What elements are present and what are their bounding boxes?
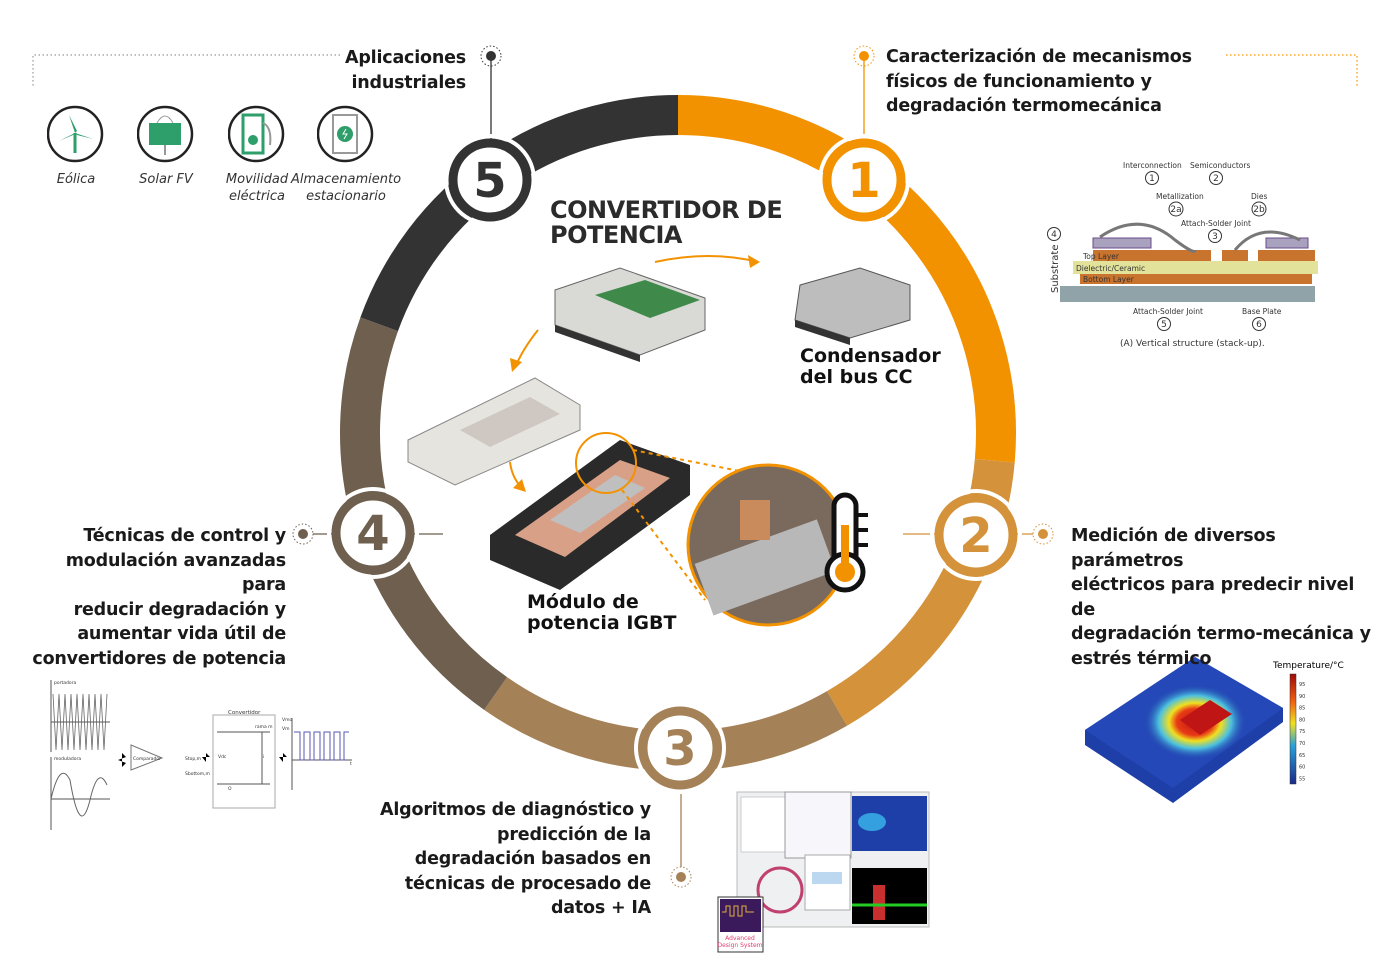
igbt-module-inside-image <box>490 440 690 590</box>
leader-dot-4 <box>298 529 308 539</box>
stackup-diagram: Interconnection Semiconductors Metalliza… <box>1047 161 1318 349</box>
label-semiconductors: Semiconductors <box>1190 161 1250 170</box>
ads-software-screenshot: Advanced Design System <box>717 791 930 953</box>
label-attach-bottom: Attach-Solder Joint <box>1133 307 1203 316</box>
magnified-wirebonds-image <box>686 463 850 627</box>
label-metallization: Metallization <box>1156 192 1204 201</box>
dotted-frame-right <box>1226 54 1358 88</box>
thermal-tick-label: 75 <box>1299 729 1305 735</box>
thermal-tick-label: 85 <box>1299 706 1305 712</box>
svg-text:1: 1 <box>1149 174 1155 184</box>
svg-text:Vmo: Vmo <box>282 717 292 723</box>
wind-turbine-icon <box>47 105 104 163</box>
step-number: 1 <box>847 153 880 209</box>
step-number: 2 <box>959 508 992 564</box>
svg-text:Stop,m: Stop,m <box>185 756 201 762</box>
thermal-tick-label: 80 <box>1299 717 1305 723</box>
igbt-module-open-image <box>407 377 581 486</box>
leader-dot-3 <box>676 872 686 882</box>
application-label: Eólica <box>56 172 96 187</box>
svg-text:6: 6 <box>1256 320 1262 330</box>
thermal-tick-label: 95 <box>1299 682 1305 688</box>
svg-text:t: t <box>350 761 352 767</box>
application-item: Eólica <box>16 105 136 188</box>
svg-text:portadora: portadora <box>54 680 76 686</box>
dc-bus-capacitor-image <box>794 267 911 345</box>
zoom-circle <box>575 432 637 494</box>
thermal-simulation-image: Temperature/°C 95 90 85 80 75 70 65 60 55 <box>1085 657 1344 803</box>
thermal-tick-label: 70 <box>1299 741 1305 747</box>
step-badge-5: 5 <box>444 134 536 226</box>
step-number: 3 <box>663 721 696 777</box>
svg-text:moduladora: moduladora <box>54 756 81 762</box>
thermal-scale-title: Temperature/°C <box>1272 661 1344 671</box>
svg-text:4: 4 <box>1051 230 1057 240</box>
svg-text:Vm: Vm <box>282 726 289 732</box>
arrow-to-capacitor <box>654 255 759 263</box>
application-label: Solar FV <box>139 172 193 187</box>
stackup-caption: (A) Vertical structure (stack-up). <box>1120 339 1265 349</box>
battery-storage-icon <box>317 105 374 163</box>
thermometer-icon <box>824 492 868 593</box>
svg-text:Comparador: Comparador <box>133 756 161 762</box>
igbt-module-image <box>554 267 706 362</box>
label-top-layer: Top Layer <box>1082 252 1120 261</box>
svg-text:Vdc: Vdc <box>218 754 227 760</box>
ring-segment <box>677 95 1016 463</box>
label-bottom-layer: Bottom Layer <box>1083 275 1135 284</box>
step-badge-3: 3 <box>634 702 726 794</box>
leader-dot-ring-5 <box>480 45 502 67</box>
step-badge-4: 4 <box>327 487 419 579</box>
svg-text:3: 3 <box>1212 232 1218 242</box>
step-badge-2: 2 <box>930 489 1022 581</box>
label-base-plate: Base Plate <box>1242 307 1282 316</box>
leader-dot-5 <box>486 51 496 61</box>
application-item: Solar FV <box>106 105 226 188</box>
dotted-frame-left <box>32 54 340 88</box>
thermal-tick-label: 60 <box>1299 765 1305 771</box>
thermal-tick-label: 90 <box>1299 694 1305 700</box>
svg-text:Sbottom,m: Sbottom,m <box>185 771 210 777</box>
svg-text:i: i <box>263 754 264 760</box>
step-badge-1: 1 <box>818 134 910 226</box>
leader-dot-1 <box>859 51 869 61</box>
svg-text:2: 2 <box>1213 174 1219 184</box>
thermal-tick-label: 65 <box>1299 753 1305 759</box>
svg-text:5: 5 <box>1161 320 1167 330</box>
label-dies: Dies <box>1251 192 1267 201</box>
label-attach-top: Attach-Solder Joint <box>1181 219 1251 228</box>
ads-logo-line2: Design System <box>718 942 763 949</box>
svg-text:2b: 2b <box>1253 205 1265 215</box>
label-substrate: Substrate <box>1050 245 1061 293</box>
leader-dot-2 <box>1038 529 1048 539</box>
step-number: 5 <box>473 153 506 209</box>
solar-panel-icon <box>137 105 194 163</box>
step-number: 4 <box>356 506 389 562</box>
svg-text:O: O <box>228 786 232 792</box>
svg-text:2a: 2a <box>1170 205 1181 215</box>
svg-text:rama m: rama m <box>255 724 273 730</box>
ads-logo-line1: Advanced <box>725 935 755 942</box>
label-interconnection: Interconnection <box>1123 161 1182 170</box>
svg-text:Convertidor: Convertidor <box>228 710 261 716</box>
label-dielectric: Dielectric/Ceramic <box>1076 264 1145 273</box>
pwm-modulation-diagram: portadora moduladora Comparador Stop,m S… <box>50 680 352 830</box>
thermal-tick-label: 55 <box>1299 776 1305 782</box>
leader-dot-ring-1 <box>853 45 875 67</box>
ev-charger-icon <box>228 105 285 163</box>
